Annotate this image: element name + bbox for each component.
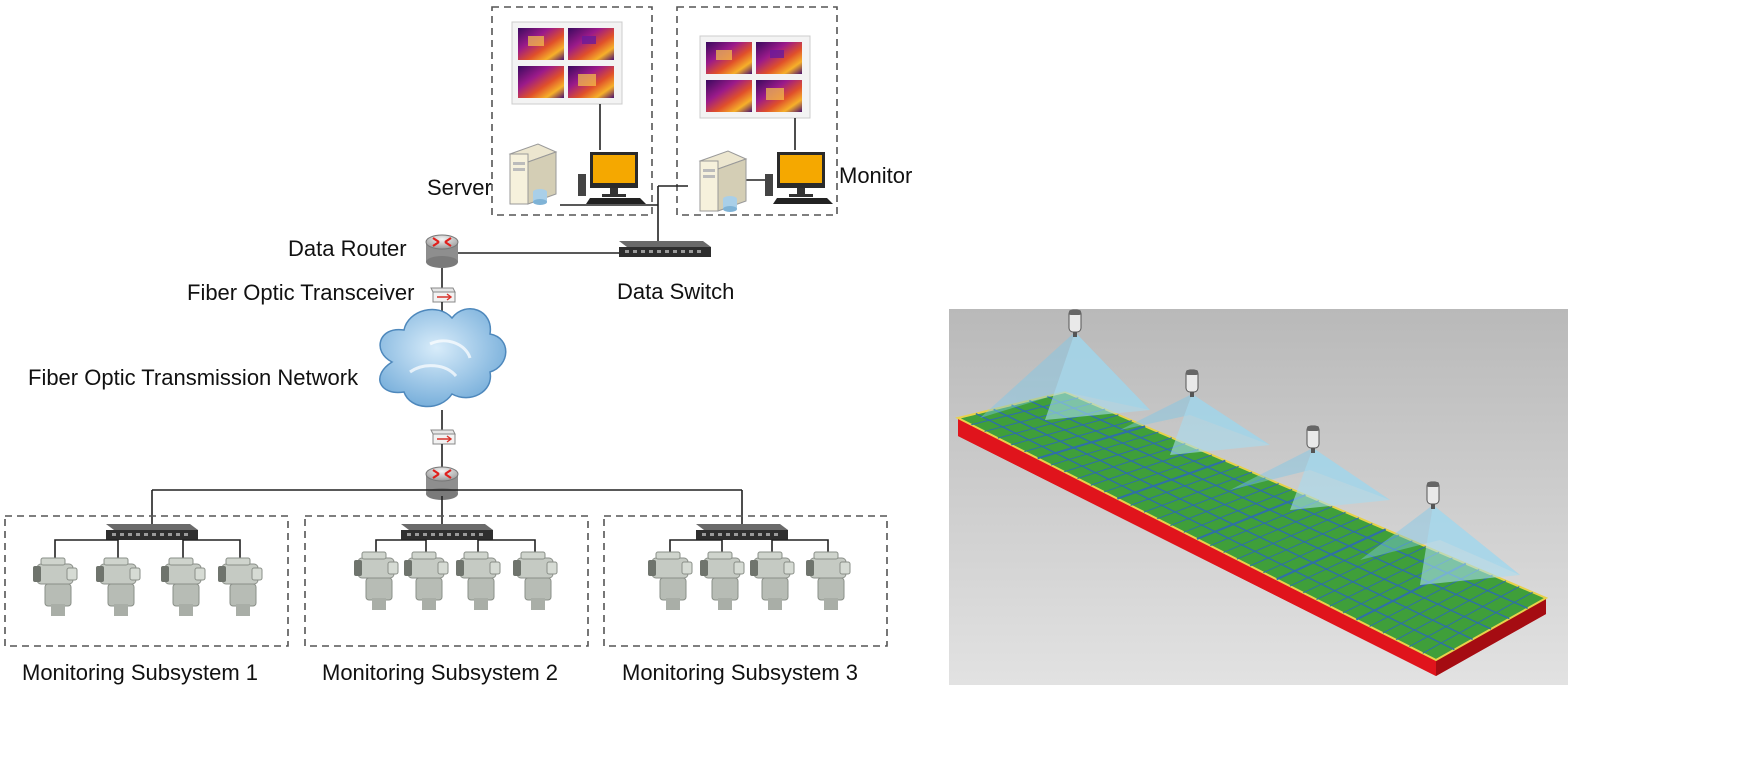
deck-grid-line xyxy=(1395,580,1507,641)
camera-icon xyxy=(699,551,745,611)
camera-icon xyxy=(160,557,206,617)
subsystem-1-label: Monitoring Subsystem 1 xyxy=(22,660,258,685)
server-label: Server xyxy=(427,175,492,200)
subsystem-switch-icon-1 xyxy=(106,524,198,540)
data-router-label: Data Router xyxy=(288,236,407,261)
platform-coverage-render xyxy=(949,309,1568,685)
camera-icon xyxy=(512,551,558,611)
deck-grid-line xyxy=(1010,414,1119,446)
deck-grid-line xyxy=(1382,574,1493,634)
fiber-optic-transmission-network-label: Fiber Optic Transmission Network xyxy=(28,365,359,390)
deck-grid-line xyxy=(1276,528,1387,581)
camera-icon xyxy=(217,557,263,617)
deck-grid-line xyxy=(1130,465,1239,506)
fiber-optic-transceiver-icon xyxy=(430,287,456,303)
deck-grid-line xyxy=(1236,511,1346,560)
subsystem-3-label: Monitoring Subsystem 3 xyxy=(622,660,858,685)
deck-grid-line xyxy=(1329,551,1440,607)
deck-grid-line xyxy=(1050,431,1159,466)
subsystem-switch-icon-3 xyxy=(696,524,788,540)
deck-grid-line xyxy=(1316,546,1426,600)
camera-icon xyxy=(403,551,449,611)
thermal-image-panel-1 xyxy=(511,21,623,105)
data-switch-label: Data Switch xyxy=(617,279,734,304)
camera-icon xyxy=(32,557,78,617)
deck-grid-line xyxy=(1103,454,1213,493)
data-router-icon xyxy=(424,233,460,270)
deck-grid-line xyxy=(1422,591,1533,654)
deck-grid-line xyxy=(1037,425,1146,460)
subsystem-2-label: Monitoring Subsystem 2 xyxy=(322,660,558,685)
server-station-box xyxy=(491,6,653,216)
server-icon-2 xyxy=(699,150,747,213)
camera-icon xyxy=(95,557,141,617)
subsystem-box-1 xyxy=(4,515,289,647)
deck-grid-line xyxy=(1143,471,1253,513)
monitor-label: Monitor xyxy=(839,163,912,188)
deck-grid-line xyxy=(1090,448,1199,486)
camera-icon xyxy=(805,551,851,611)
deck-grid-line xyxy=(1117,459,1226,500)
camera-icon xyxy=(749,551,795,611)
deck-grid-line xyxy=(1064,437,1173,473)
fiber-optic-transceiver-icon-2 xyxy=(430,429,456,445)
deck-grid-line xyxy=(1223,505,1333,553)
subsystem-router-icon xyxy=(424,465,460,502)
deck-grid-line xyxy=(1024,420,1132,453)
deck-grid-line xyxy=(1249,517,1360,567)
data-switch-icon xyxy=(619,241,711,257)
camera-icon xyxy=(455,551,501,611)
deck-grid-line xyxy=(1263,523,1373,574)
deck-grid-line xyxy=(1196,494,1306,540)
subsystem-box-2 xyxy=(304,515,589,647)
subsystem-switch-icon-2 xyxy=(401,524,493,540)
computer-monitor-icon-2 xyxy=(765,152,833,204)
deck-grid-line xyxy=(1170,483,1279,527)
subsystem-box-3 xyxy=(603,515,888,647)
deck-grid-line xyxy=(1303,540,1413,594)
camera-icon xyxy=(353,551,399,611)
server-icon xyxy=(509,143,557,206)
thermal-image-panel-2 xyxy=(699,35,811,119)
fiber-optic-network-cloud-icon xyxy=(379,308,507,408)
deck-grid-line xyxy=(1077,443,1186,479)
computer-monitor-icon-1 xyxy=(578,152,646,204)
deck-grid-line xyxy=(1409,586,1520,647)
deck-grid-line xyxy=(1183,488,1293,533)
deck-grid-line xyxy=(1156,477,1266,520)
fiber-optic-transceiver-label: Fiber Optic Transceiver xyxy=(187,280,414,305)
camera-icon xyxy=(647,551,693,611)
deck-grid-line xyxy=(1289,534,1400,587)
monitor-station-box xyxy=(676,6,838,216)
